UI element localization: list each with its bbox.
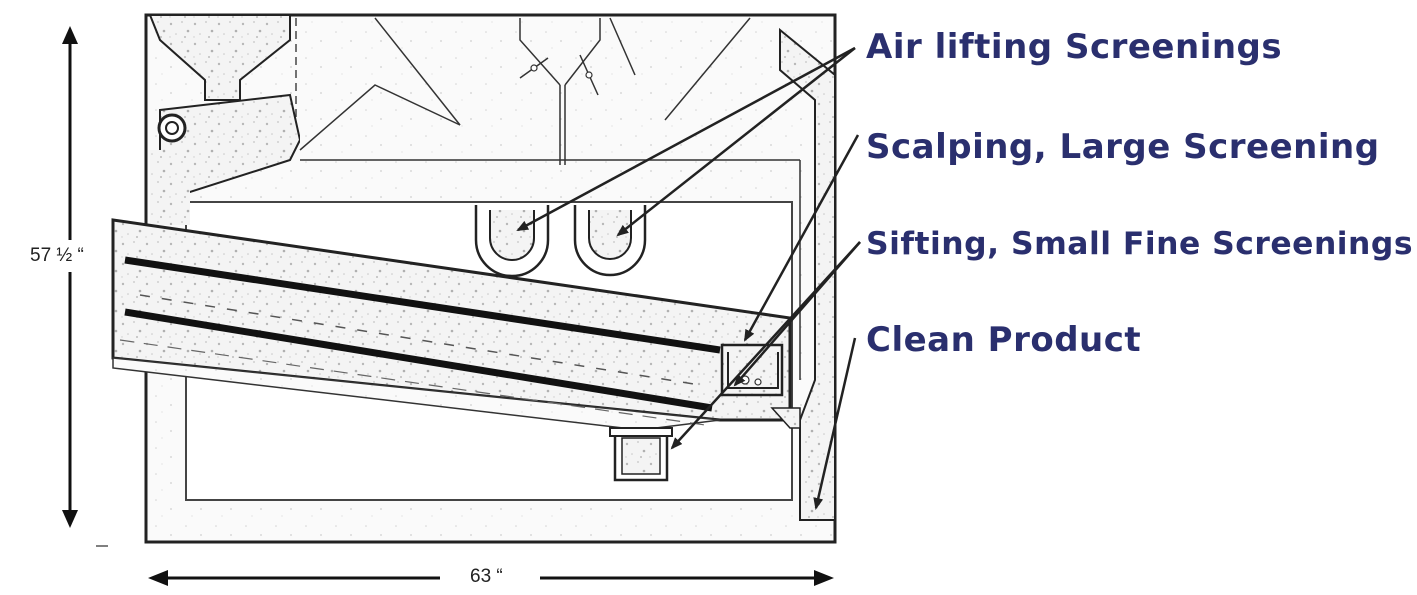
callout-lines: [516, 46, 861, 510]
air-pocket-2: [573, 205, 647, 277]
label-clean-product: Clean Product: [866, 320, 1142, 360]
air-chamber: [299, 17, 801, 380]
scalping-box: [720, 343, 784, 397]
height-dimension-arrow: [20, 26, 100, 528]
air-pocket-1: [474, 205, 550, 278]
width-dimension-label: 63 “: [470, 566, 503, 587]
sifting-box: [609, 427, 673, 482]
height-dimension-label: 57 ½ “: [30, 245, 84, 266]
label-scalping: Scalping, Large Screening: [866, 127, 1380, 167]
width-dimension-arrow: [148, 564, 834, 590]
clean-product-outlet: [770, 407, 801, 429]
label-air-lifting: Air lifting Screenings: [866, 27, 1283, 67]
screen-deck: [111, 218, 792, 431]
label-sifting: Sifting, Small Fine Screenings: [866, 226, 1414, 262]
feed-hopper: [148, 14, 302, 225]
